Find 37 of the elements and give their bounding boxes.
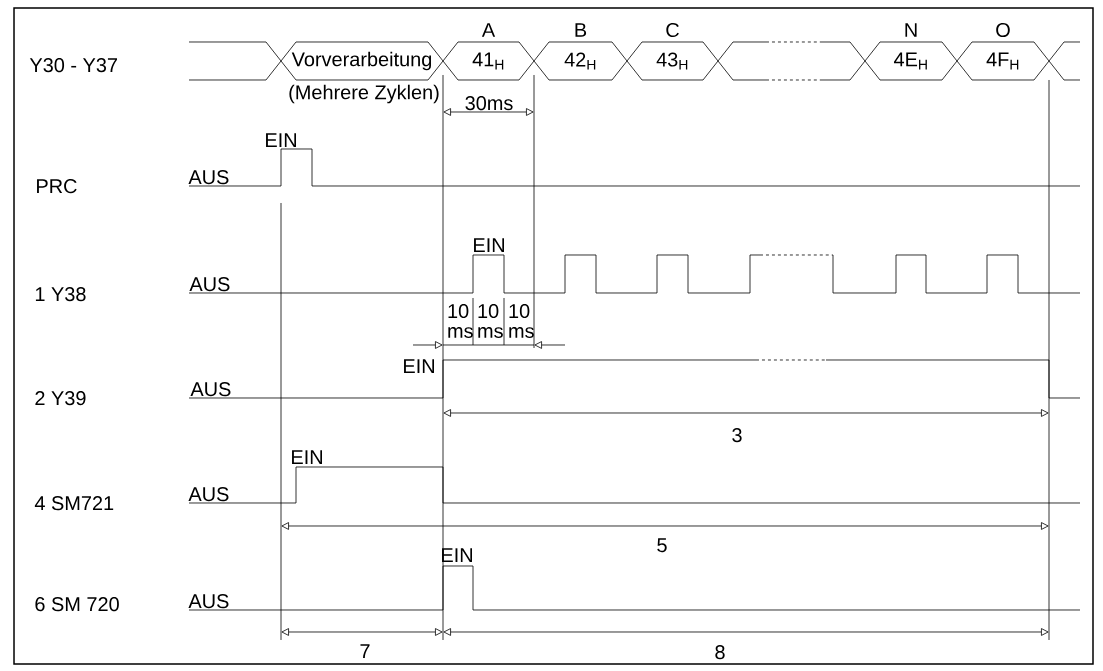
node-label: C [666, 22, 679, 38]
state-label: AUS [190, 382, 231, 397]
dimension-label: 3 [732, 428, 742, 443]
dimension-label: 7 [360, 644, 370, 658]
bus-segment [717, 41, 866, 81]
node-label: N [905, 23, 917, 37]
state-label: AUS [188, 487, 229, 502]
bus-segment: Vorverarbeitung (Mehrere Zyklen) [280, 41, 444, 104]
state-label: AUS [189, 277, 230, 292]
state-label: EIN [474, 238, 504, 252]
dimension-label: 8 [715, 645, 725, 660]
signal-name: 4 SM721 [34, 496, 114, 511]
dimension-label: 10 ms [509, 304, 534, 338]
dimension-label: 10 ms [448, 304, 473, 338]
state-label: EIN [292, 450, 322, 464]
state-label: AUS [188, 170, 229, 185]
bus-segment: B 42$_{H}$ [533, 23, 628, 81]
node-label: (Mehrere Zyklen) [289, 84, 439, 104]
node-label: B [575, 23, 587, 37]
bus-segment: O 4F$_{H}$ [956, 22, 1050, 81]
dimension-label: 10 ms [478, 304, 503, 338]
state-label: EIN [404, 359, 434, 373]
dimension-label: 5 [657, 538, 667, 553]
state-label: EIN [442, 548, 472, 562]
state-label: AUS [188, 594, 229, 609]
dimension-label: 30ms [465, 96, 513, 111]
node-label: A [481, 23, 496, 37]
state-label: EIN [266, 133, 296, 147]
signal-name: PRC [37, 179, 77, 194]
signal-name: 1 Y38 [35, 287, 86, 302]
bus-segment: N 4E$_{H}$ [864, 23, 958, 81]
bus-segment: A 41$_{H}$ [442, 23, 535, 81]
node-label: O [996, 22, 1010, 38]
signal-name: 2 Y39 [35, 391, 86, 406]
signal-name: Y30 - Y37 [29, 58, 117, 73]
signal-name: 6 SM 720 [35, 597, 119, 612]
bus-segment: C 43$_{H}$ [626, 22, 719, 81]
